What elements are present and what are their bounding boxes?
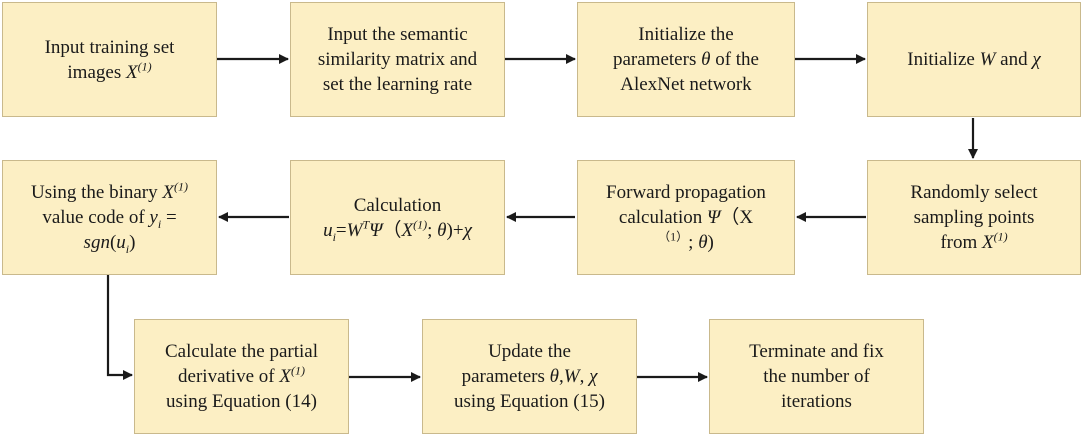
step-line: Input the semantic	[327, 24, 468, 45]
step-line: iterations	[781, 391, 852, 412]
step-line-math: images X(1)	[67, 59, 152, 83]
step-forward-propagation: Forward propagation calculation Ψ（X （1）;…	[577, 160, 795, 275]
step-binary-code: Using the binary X(1) value code of yi =…	[2, 160, 217, 275]
step-line-math: Initialize W and χ	[907, 49, 1041, 70]
step-line: sampling points	[913, 207, 1035, 228]
step-line-math: ui=WTΨ（X(1); θ)+χ	[323, 217, 472, 244]
step-line-math: calculation Ψ（X	[618, 207, 754, 228]
step-line-math: Using the binary X(1)	[30, 179, 188, 203]
step-terminate: Terminate and fix the number of iteratio…	[709, 319, 924, 434]
step-line-math: derivative of X(1)	[178, 363, 305, 387]
step-line-math: value code of yi =	[42, 207, 177, 231]
step-line: using Equation (15)	[454, 391, 605, 412]
step-line: Terminate and fix	[749, 341, 884, 362]
step-initialize-parameters: Initialize the parameters θ of the AlexN…	[577, 2, 795, 117]
step-line: Input training set	[44, 36, 175, 58]
step-line-math: sgn(ui)	[83, 232, 136, 256]
step-line: Forward propagation	[606, 182, 766, 203]
step-line-math: （1）; θ)	[658, 229, 714, 253]
step-partial-derivative: Calculate the partial derivative of X(1)…	[134, 319, 349, 434]
step-line: the number of	[763, 366, 870, 387]
step-line: using Equation (14)	[166, 391, 317, 412]
step-line: Calculate the partial	[165, 341, 318, 362]
step-line-math: parameters θ of the	[613, 49, 759, 70]
arrow-s8-s9	[106, 275, 133, 380]
step-randomly-select: Randomly select sampling points from X(1…	[867, 160, 1081, 275]
step-line: Calculation	[353, 194, 442, 216]
step-line-math: from X(1)	[940, 229, 1008, 253]
step-line: similarity matrix and	[317, 49, 478, 70]
step-line: set the learning rate	[322, 74, 473, 95]
step-line: Randomly select	[910, 182, 1038, 203]
step-update-parameters: Update the parameters θ,W, χ using Equat…	[422, 319, 637, 434]
step-input-training-images: Input training set images X(1)	[2, 2, 217, 117]
step-calculation: Calculation ui=WTΨ（X(1); θ)+χ	[290, 160, 505, 275]
step-line: Initialize the	[638, 24, 734, 45]
step-input-similarity-matrix: Input the semantic similarity matrix and…	[290, 2, 505, 117]
step-line: Update the	[488, 341, 571, 362]
step-initialize-w-chi: Initialize W and χ	[867, 2, 1081, 117]
step-line-math: parameters θ,W, χ	[461, 366, 598, 387]
step-line: AlexNet network	[620, 74, 752, 95]
